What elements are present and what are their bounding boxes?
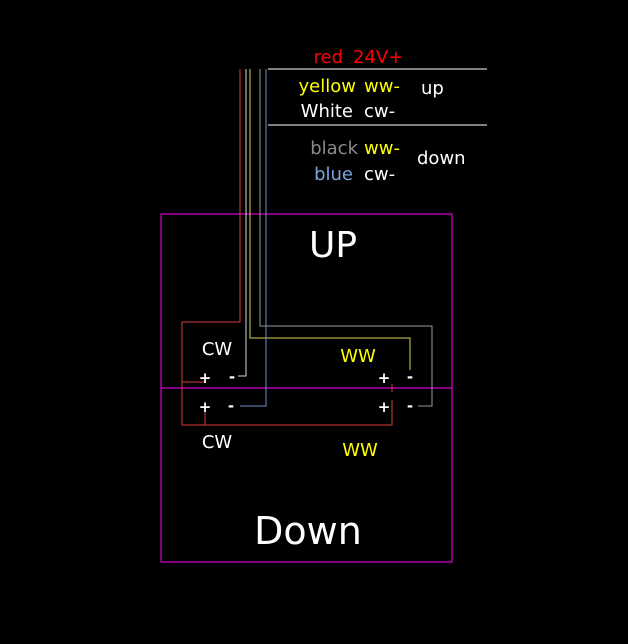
cw-up-label: CW	[202, 339, 233, 360]
wire-gray-ww-down	[259, 69, 433, 407]
down-panel-outline	[160, 387, 453, 563]
legend-up-group-label: up	[421, 78, 444, 99]
legend-yellow-color-word: yellow	[299, 76, 356, 97]
ww-down-label: WW	[342, 440, 378, 461]
legend-black-signal: ww-	[364, 138, 400, 159]
wire-blue-cw-down	[240, 69, 267, 407]
down-ww-plus-terminal: +	[378, 398, 391, 416]
up-panel-title: UP	[309, 225, 357, 266]
down-cw-minus-terminal: -	[228, 397, 234, 415]
ww-up-label: WW	[340, 346, 376, 367]
wire-yellow-ww-up	[249, 69, 411, 370]
legend-blue-signal: cw-	[364, 164, 395, 185]
legend-yellow-signal: ww-	[364, 76, 400, 97]
up-ww-minus-terminal: -	[407, 368, 413, 386]
wire-white-cw-up	[238, 69, 247, 377]
legend-blue-color-word: blue	[314, 164, 353, 185]
legend-down-group-label: down	[417, 148, 466, 169]
legend-red-color-word: red	[313, 47, 343, 68]
up-cw-plus-terminal: +	[199, 369, 212, 387]
up-cw-minus-terminal: -	[229, 368, 235, 386]
legend-black-color-word: black	[310, 138, 358, 159]
legend-red-signal: 24V+	[353, 47, 403, 68]
up-panel-outline	[160, 213, 453, 389]
wire-red-24v	[181, 69, 393, 426]
down-ww-minus-terminal: -	[407, 397, 413, 415]
up-ww-plus-terminal: +	[378, 369, 391, 387]
down-panel-title: Down	[254, 509, 362, 553]
legend-white-signal: cw-	[364, 101, 395, 122]
cw-down-label: CW	[202, 432, 233, 453]
down-cw-plus-terminal: +	[199, 398, 212, 416]
legend-white-color-word: White	[301, 101, 353, 122]
